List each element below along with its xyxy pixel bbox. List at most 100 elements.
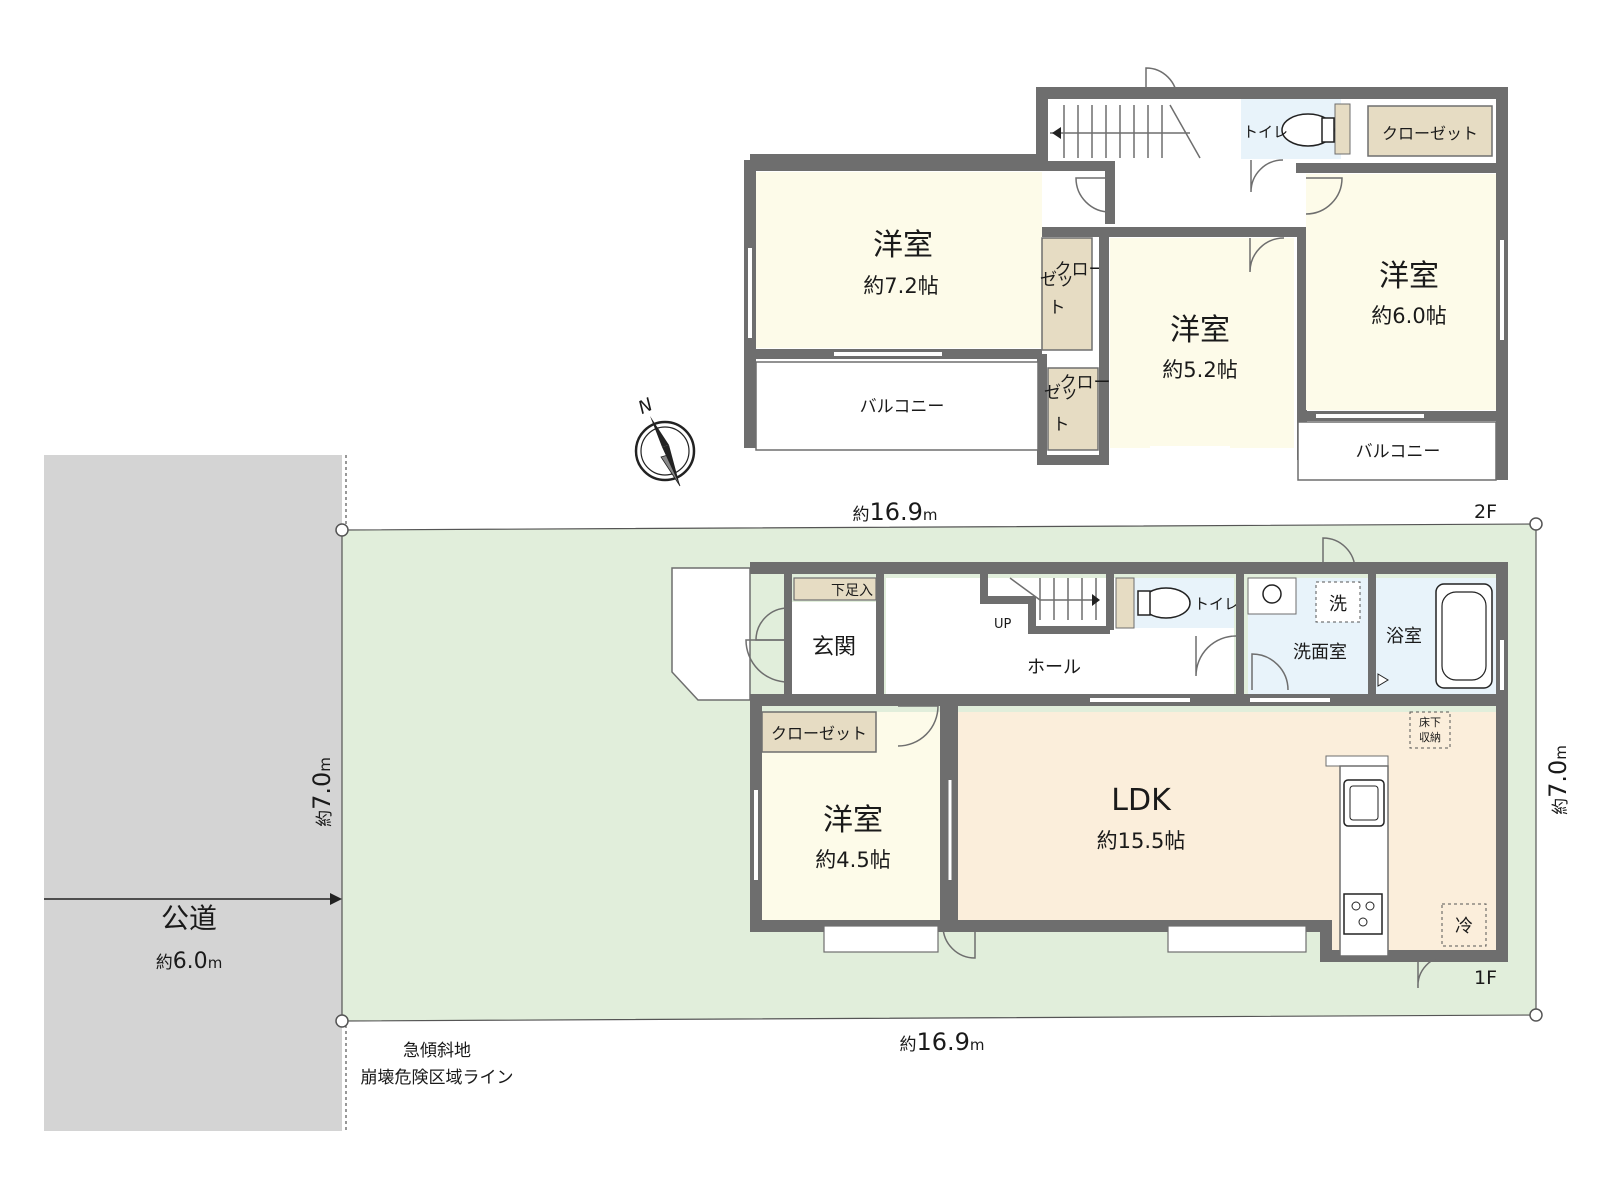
entrance-porch [671, 567, 751, 701]
stair-up-label: UP [994, 617, 1012, 632]
door-swing [942, 925, 976, 959]
bathtub-icon [1435, 583, 1493, 689]
ldk-name: LDK [1111, 783, 1172, 818]
room-size: 約7.2帖 [863, 274, 938, 298]
door-marker-icon [1377, 673, 1389, 687]
balcony-right-label: バルコニー [1356, 442, 1441, 462]
site-depth-left: 約7.0m [308, 757, 336, 827]
wall [1037, 232, 1109, 465]
closet-v1 [1041, 237, 1093, 351]
north-compass-icon [634, 416, 696, 487]
door-swing [1417, 955, 1449, 989]
window-box [1167, 925, 1307, 953]
door-swing [897, 705, 939, 747]
balcony-left-label: バルコニー [860, 397, 945, 417]
room-western-5-2 [1110, 238, 1294, 448]
road-name: 公道 [161, 902, 217, 935]
site-corner-marker [335, 523, 349, 537]
door-swing [1145, 67, 1178, 100]
fridge-label: 冷 [1455, 916, 1473, 937]
door-swing [1250, 159, 1284, 193]
site-corner-marker [335, 1014, 349, 1028]
wall [980, 572, 1110, 634]
corridor [1116, 160, 1302, 224]
underfloor-storage-text: 床下 [1419, 715, 1441, 729]
toilet-tank-icon [1321, 117, 1335, 143]
room-western-7-2 [756, 172, 1042, 348]
entrance [788, 602, 878, 694]
room-western-6-0 [1306, 174, 1496, 410]
stove-icon [1343, 893, 1383, 935]
public-road [44, 455, 342, 1131]
shoe-storage-label: 下足入 [831, 583, 873, 599]
door-swing [755, 607, 789, 641]
closet-v1-text: クロー [1055, 260, 1106, 280]
closet-v1-text: ト [1049, 298, 1066, 318]
wall [946, 700, 1508, 962]
floor-label: 2F [1474, 501, 1497, 523]
toilet-2f-label: トイレ [1243, 123, 1288, 141]
washer-label: 洗 [1329, 594, 1347, 615]
entrance-label: 玄関 [812, 635, 856, 660]
bath-label: 浴室 [1386, 626, 1422, 647]
underfloor-storage-text: 収納 [1419, 731, 1441, 744]
floor-label: 1F [1474, 967, 1497, 989]
toilet-1f-label: トイレ [1194, 595, 1239, 613]
room-size: 約5.2帖 [1162, 358, 1237, 382]
slope-note-line1: 急傾斜地 [403, 1041, 471, 1061]
fridge-space [1441, 903, 1487, 947]
closet-v1-text: ゼッ [1040, 270, 1074, 290]
closet-1f-label: クローゼット [771, 724, 867, 743]
stair-arrow-icon [1052, 127, 1061, 139]
closet-v2-text: ト [1053, 415, 1070, 435]
closet-top [1367, 105, 1493, 157]
closet-1f [761, 711, 877, 753]
closet-v2-text: ゼッ [1044, 383, 1078, 403]
site-width-bottom: 約16.9m [899, 1028, 984, 1056]
door-swing [745, 639, 789, 683]
wall [750, 87, 1508, 480]
door-swing [1195, 635, 1237, 677]
ldk-size: 約15.5帖 [1097, 829, 1186, 853]
washer-space [1315, 581, 1361, 623]
window-box [823, 925, 939, 953]
floor-1: 下足入 玄関 ホール UP トイレ 洗 洗面室 [671, 537, 1508, 989]
washroom-label: 洗面室 [1293, 642, 1347, 663]
door-swing [1251, 653, 1289, 691]
stair-floor [1048, 99, 1198, 159]
site-corner-marker [1529, 1008, 1543, 1022]
toilet-counter [1115, 577, 1135, 629]
room-name: 洋室 [873, 228, 933, 263]
room-size: 約4.5帖 [815, 848, 890, 872]
balcony-left [755, 361, 1039, 451]
door-swing [1305, 177, 1343, 215]
site-corner-marker [1529, 517, 1543, 531]
floor-2: DN トイレ クローゼット 洋室 約7.2帖 ゼッ ト クロー 洋室 約5.2帖 [744, 67, 1508, 523]
hall-label: ホール [1027, 657, 1081, 678]
balcony-right [1297, 421, 1497, 481]
toilet-counter [1334, 103, 1351, 155]
closet-v2-text: クロー [1060, 373, 1111, 393]
sink-icon [1247, 577, 1297, 615]
slope-note-line2: 崩壊危険区域ライン [361, 1068, 514, 1088]
wall [1042, 227, 1307, 460]
door-swing [1249, 237, 1285, 273]
site-depth-right: 約7.0m [1544, 745, 1572, 815]
room-size: 約6.0帖 [1371, 304, 1446, 328]
site-width-top: 約16.9m [852, 498, 937, 526]
closet-top-label: クローゼット [1382, 124, 1478, 143]
arrow-head-icon [330, 893, 342, 905]
stair-steps [1050, 104, 1201, 159]
stair-arrow-icon [1092, 594, 1100, 606]
wall [750, 161, 1115, 224]
kitchen-sink-icon [1343, 779, 1385, 827]
room-name: 洋室 [1170, 313, 1230, 348]
compass-north-label: N [635, 394, 656, 419]
room-name: 洋室 [823, 803, 883, 838]
room-name: 洋室 [1379, 259, 1439, 294]
toilet-tank-icon [1137, 590, 1151, 616]
closet-v2 [1047, 367, 1099, 451]
door-swing [1075, 177, 1111, 213]
underfloor-storage [1409, 711, 1451, 749]
